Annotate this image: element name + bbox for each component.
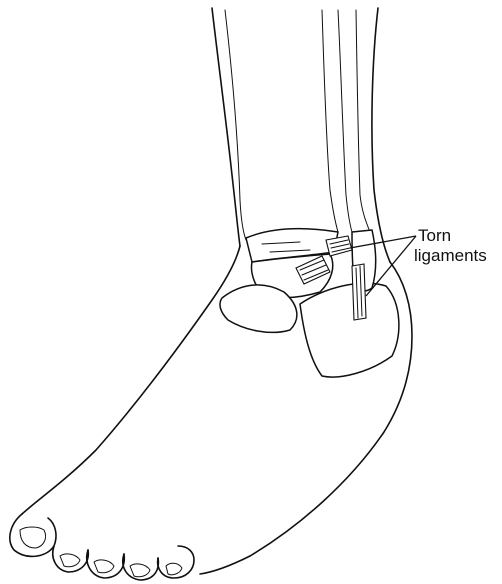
foot-outline-sole: [200, 556, 250, 574]
torn-ligament-upper: [326, 236, 352, 256]
fibula-outline-left: [338, 10, 352, 232]
big-toe: [10, 514, 56, 556]
third-toe: [87, 550, 125, 578]
little-toe: [158, 546, 194, 578]
torn-ligament-lower: [352, 264, 366, 320]
foot-outline-top: [22, 246, 240, 514]
second-toe: [53, 546, 89, 572]
fourth-toe: [123, 554, 159, 580]
fibula-outline-right: [356, 10, 370, 232]
leg-outline-right: [372, 8, 390, 262]
torn-ligaments-label: Torn ligaments: [414, 226, 487, 266]
calcaneus-bone: [300, 283, 399, 377]
label-line-1: Torn: [418, 226, 487, 246]
tibia-inner-right: [322, 10, 338, 232]
label-line-2: ligaments: [414, 246, 487, 266]
